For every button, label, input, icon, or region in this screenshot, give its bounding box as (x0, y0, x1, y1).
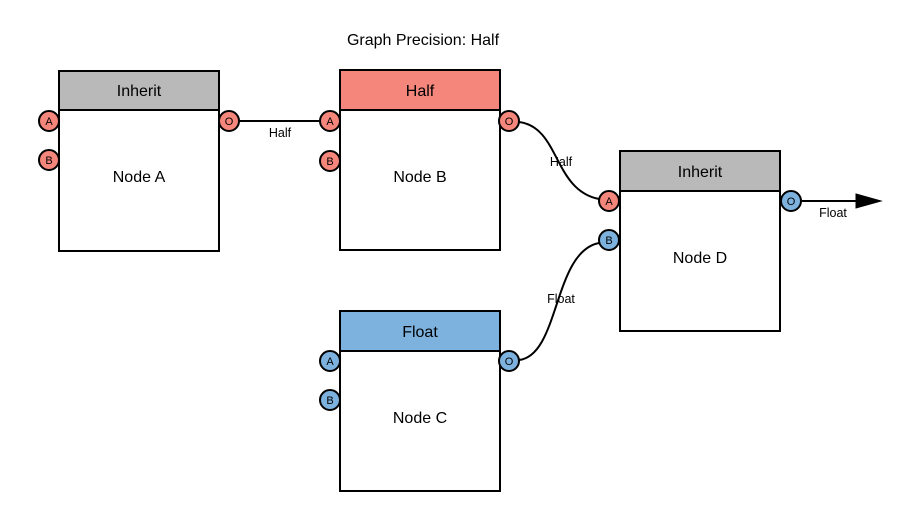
node-d-port-out (780, 190, 802, 212)
node-d-port-a-label: A (605, 196, 613, 208)
node-d-port-b (598, 229, 620, 251)
node-c-port-out (498, 350, 520, 372)
node-c-header-label: Float (402, 324, 438, 341)
node-b-header (339, 69, 501, 111)
edge-nodeB-to-nodeD (518, 121, 600, 200)
node-d: Inherit Node D A B O (598, 150, 802, 332)
edge-nodeD-output-label: Float (819, 206, 847, 220)
node-b-port-a (319, 110, 341, 132)
node-b-port-b-label: B (326, 156, 333, 168)
node-c-port-a-label: A (326, 356, 334, 368)
node-a-port-out-label: O (225, 116, 234, 128)
node-b-port-out-label: O (505, 116, 514, 128)
node-b-header-label: Half (406, 83, 435, 100)
node-c-label: Node C (393, 410, 447, 427)
edges-layer: Half Half Float Float (239, 120, 883, 361)
node-c-port-out-label: O (505, 356, 514, 368)
node-a: Inherit Node A A B O (38, 70, 240, 252)
node-d-port-b-label: B (605, 235, 612, 247)
node-d-header-label: Inherit (678, 164, 723, 181)
edge-nodeA-to-nodeB-label: Half (269, 126, 292, 140)
node-b-label: Node B (393, 169, 446, 186)
node-a-header (58, 70, 220, 111)
node-a-header-label: Inherit (117, 83, 162, 100)
node-d-port-out-label: O (787, 196, 796, 208)
node-a-port-b-label: B (45, 155, 52, 167)
edge-nodeB-to-nodeD-label: Half (550, 155, 573, 169)
node-d-label: Node D (673, 250, 727, 267)
node-b-port-a-label: A (326, 116, 334, 128)
node-a-port-a (38, 110, 60, 132)
node-a-port-b (38, 149, 60, 171)
edge-nodeC-to-nodeD (518, 242, 600, 361)
node-c: Float Node C A B O (319, 310, 520, 492)
edge-nodeC-to-nodeD-label: Float (547, 292, 575, 306)
graph-title: Graph Precision: Half (347, 32, 500, 49)
node-c-port-b-label: B (326, 395, 333, 407)
node-b: Half Node B A B O (319, 69, 520, 251)
node-b-port-out (498, 110, 520, 132)
node-c-port-a (319, 350, 341, 372)
node-b-port-b (319, 150, 341, 172)
node-d-port-a (598, 190, 620, 212)
node-d-header (619, 150, 781, 192)
node-a-port-out (218, 110, 240, 132)
arrow-head-icon (855, 193, 883, 209)
node-a-label: Node A (113, 169, 166, 186)
node-a-port-a-label: A (45, 116, 53, 128)
node-c-header (339, 310, 501, 352)
node-c-port-b (319, 389, 341, 411)
